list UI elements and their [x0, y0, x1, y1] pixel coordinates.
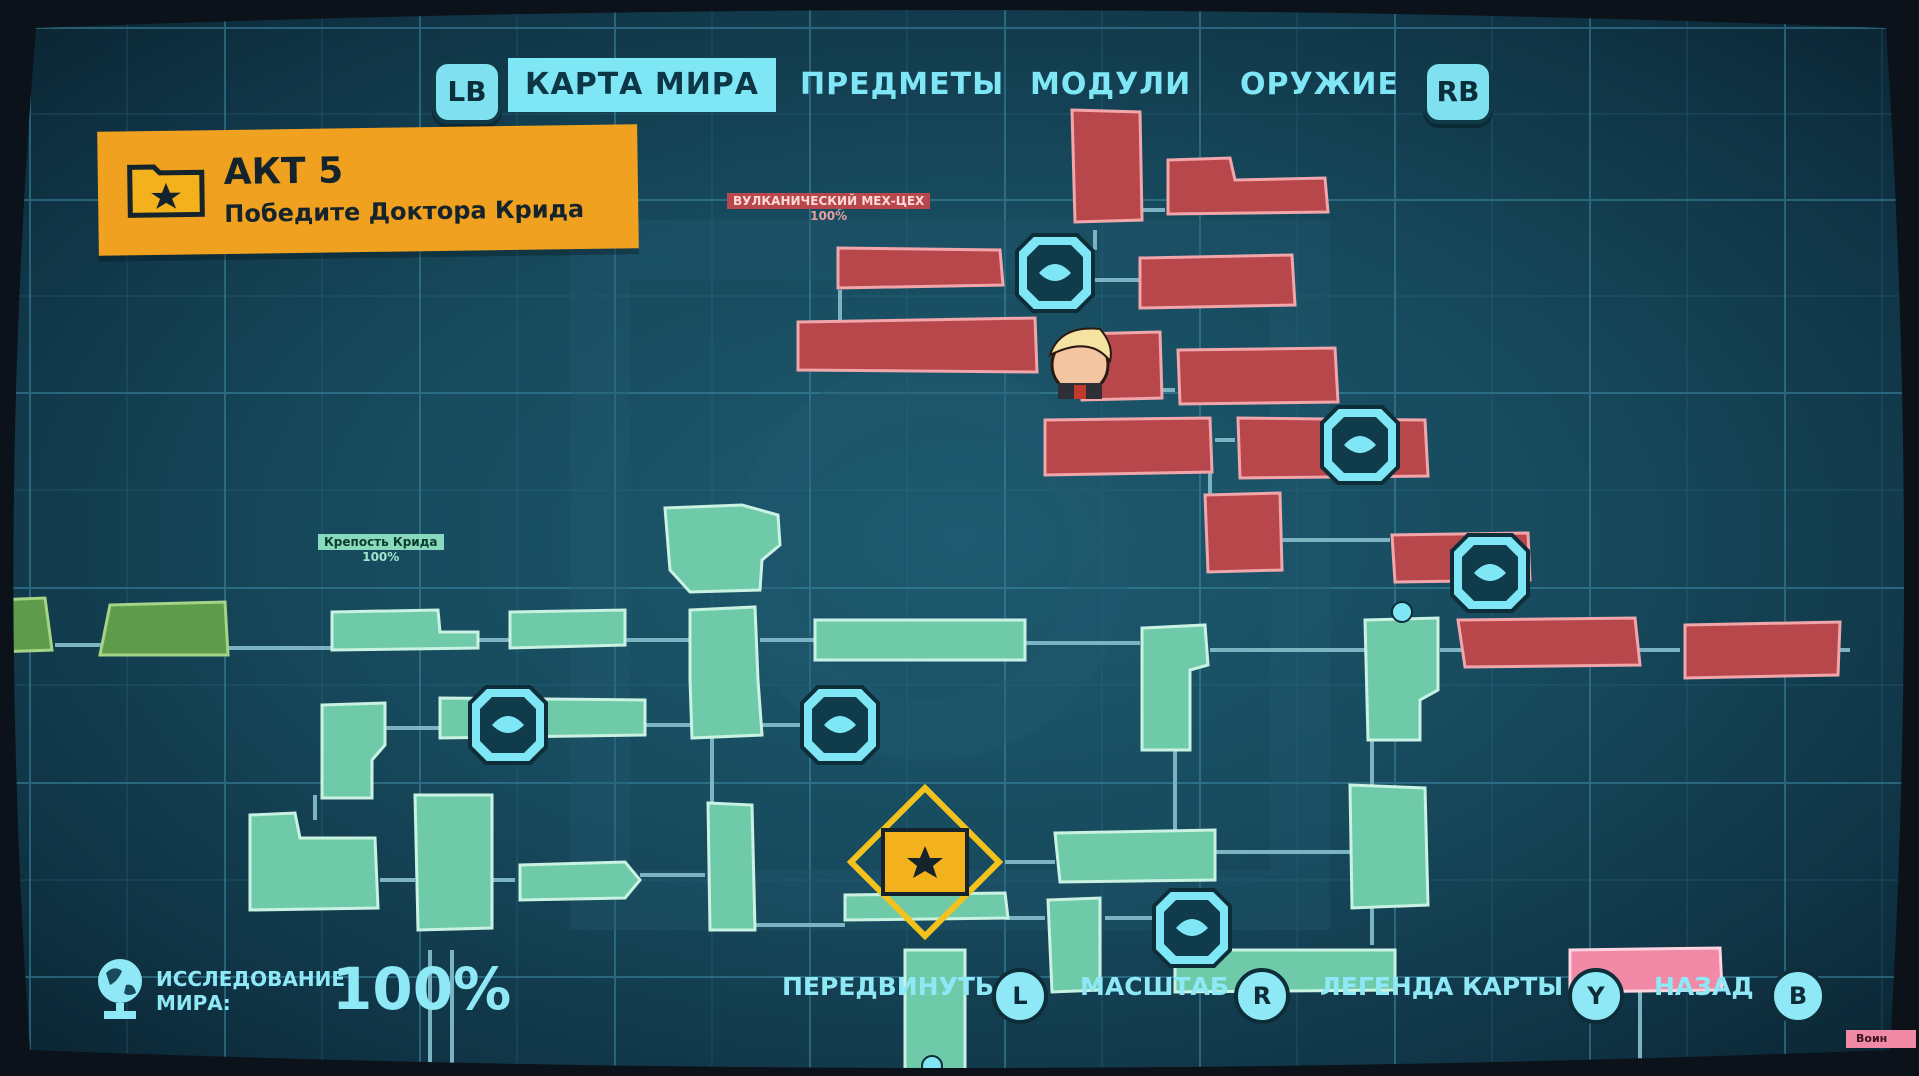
zone-label-volcanic: ВУЛКАНИЧЕСКИЙ МЕХ-ЦЕХ 100% [727, 193, 931, 223]
rb-button[interactable]: RB [1423, 60, 1493, 124]
teleporter-icon[interactable] [1320, 405, 1400, 485]
hint-back-label: НАЗАД [1654, 972, 1754, 1001]
quest-title: АКТ 5 [223, 150, 344, 194]
quest-subtitle: Победите Доктора Крида [224, 194, 585, 229]
y-button[interactable]: Y [1568, 968, 1624, 1024]
lock-icon [1391, 601, 1413, 623]
teleporter-icon[interactable] [800, 685, 880, 765]
hint-legend-label: ЛЕГЕНДА КАРТЫ [1320, 972, 1564, 1001]
hint-move-label: ПЕРЕДВИНУТЬ [782, 972, 994, 1001]
teleporter-icon[interactable] [1015, 233, 1095, 313]
zone-percent: 100% [362, 550, 400, 564]
lock-icon [921, 1055, 943, 1076]
teleporter-icon[interactable] [1152, 888, 1232, 968]
tab-items[interactable]: ПРЕДМЕТЫ [800, 67, 1005, 102]
hint-zoom-label: МАСШТАБ [1080, 972, 1229, 1001]
lb-button[interactable]: LB [432, 60, 502, 124]
zone-green-rooms [0, 596, 230, 657]
exploration-label: ИССЛЕДОВАНИЕ МИРА: [156, 967, 346, 1015]
tab-weapons[interactable]: ОРУЖИЕ [1240, 67, 1399, 102]
zone-label-offscreen: Воин [1846, 1030, 1916, 1048]
globe-icon [98, 959, 142, 1019]
player-portrait-icon [1048, 327, 1112, 399]
exploration-value: 100% [332, 955, 512, 1023]
zone-name: Крепость Крида [318, 534, 444, 550]
l-stick-button[interactable]: L [992, 968, 1048, 1024]
folder-star-icon [127, 164, 205, 218]
zone-percent: 100% [810, 209, 848, 223]
teleporter-icon[interactable] [1450, 533, 1530, 613]
quest-panel: АКТ 5 Победите Доктора Крида [97, 124, 639, 256]
zone-label-fortress: Крепость Крида 100% [318, 534, 444, 564]
zone-red-rooms [796, 108, 1842, 680]
tab-modules[interactable]: МОДУЛИ [1030, 67, 1192, 102]
b-button[interactable]: B [1770, 968, 1826, 1024]
r-stick-button[interactable]: R [1234, 968, 1290, 1024]
tab-world-map[interactable]: КАРТА МИРА [508, 58, 776, 112]
teleporter-icon[interactable] [468, 685, 548, 765]
zone-name: ВУЛКАНИЧЕСКИЙ МЕХ-ЦЕХ [727, 193, 931, 209]
